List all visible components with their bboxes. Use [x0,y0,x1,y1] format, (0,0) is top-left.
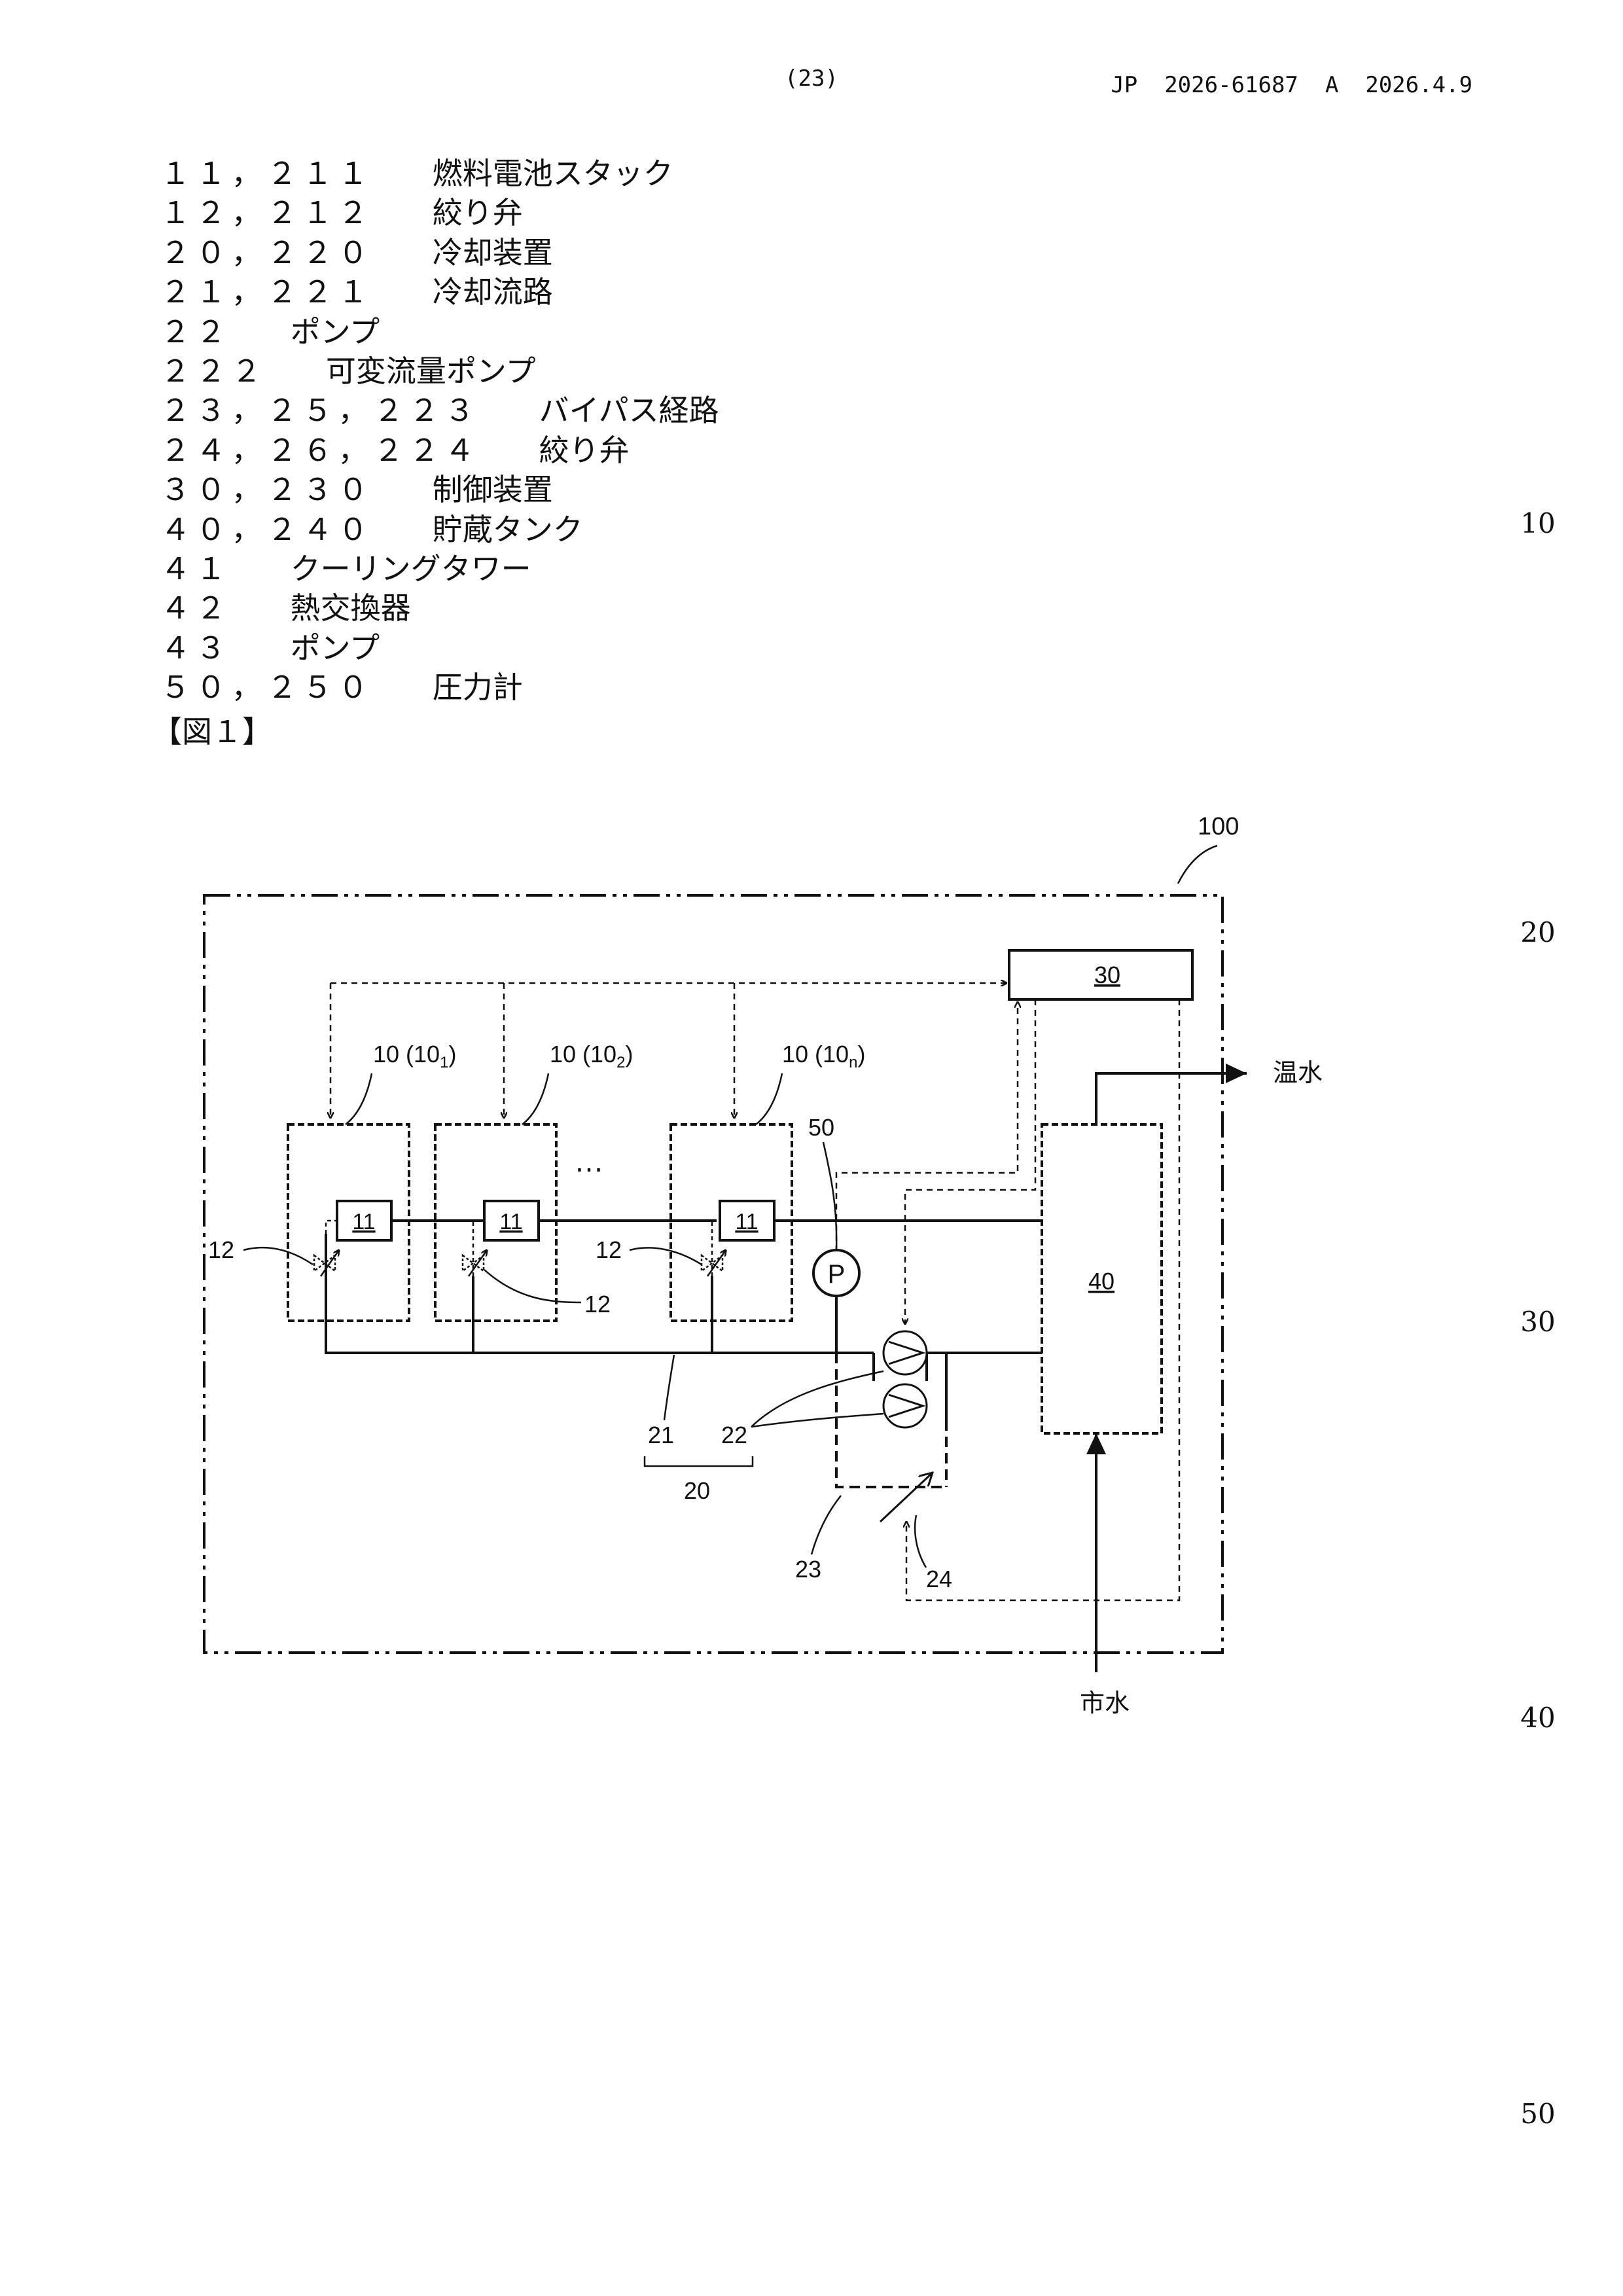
stack-ref: 11 [352,1210,375,1234]
pump-ref-label: 22 [721,1422,747,1448]
bypass-valve-ref-label: 24 [926,1566,952,1592]
throttle-valve-icons [314,1250,726,1276]
hot-water-label: 温水 [1273,1060,1323,1087]
controller-ref: 30 [1094,961,1120,988]
stack-ref: 11 [735,1210,758,1234]
valve-ref-label: 12 [584,1291,611,1318]
gauge-symbol: P [828,1260,846,1289]
channel-ref-label: 21 [648,1422,674,1448]
ellipsis: … [574,1144,604,1178]
valve-ref-label: 12 [596,1236,622,1263]
stack-ref: 11 [499,1210,522,1234]
gauge-ref-label: 50 [808,1114,834,1141]
tank-ref: 40 [1088,1268,1115,1295]
pump-icons [883,1331,927,1427]
module-label-2: 10 (102) [550,1041,633,1071]
system-ref-label: 100 [1198,813,1239,840]
bypass-throttle-valve [880,1473,933,1522]
module-label-1: 10 (101) [373,1041,456,1071]
module-label-n: 10 (10n) [782,1041,865,1071]
bypass-ref-label: 23 [795,1556,821,1583]
cooling-device-ref-label: 20 [684,1477,710,1504]
city-water-label: 市水 [1080,1690,1130,1717]
valve-ref-label: 12 [208,1236,234,1263]
